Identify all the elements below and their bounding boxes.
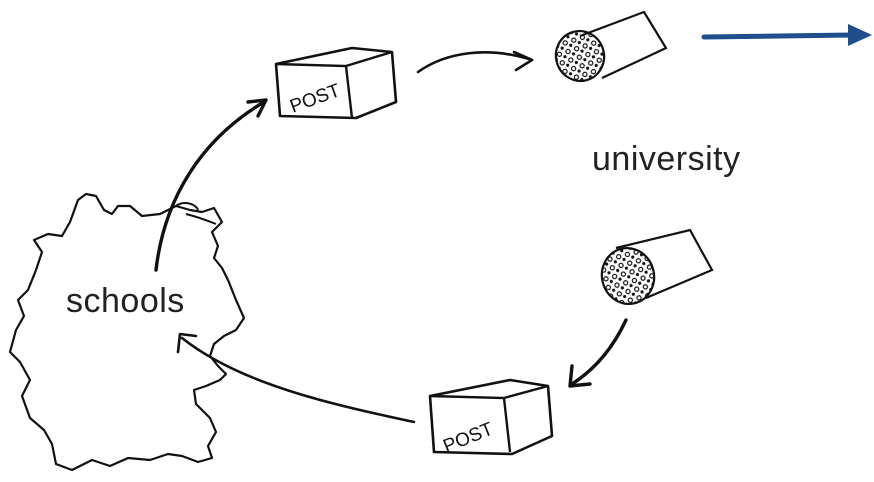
arrowhead-post-to-university [512, 50, 534, 72]
sample-core-bottom-icon [600, 228, 714, 305]
arrow-post-to-schools [180, 336, 416, 424]
germany-map-icon [8, 192, 246, 472]
blue-arrow-shaft [701, 32, 855, 40]
post-box-bottom-icon: POST [428, 378, 554, 458]
arrowhead-university-to-post [568, 364, 592, 388]
coast-detail [175, 202, 217, 225]
arrow-university-to-post [570, 318, 628, 386]
sample-core-top-icon [554, 10, 668, 83]
arrowhead-schools-to-post [246, 98, 268, 118]
arrow-post-to-university [416, 51, 534, 74]
schools-label: schools [66, 282, 185, 320]
post-box-top-icon: POST [274, 46, 398, 120]
arrowhead-post-to-schools [176, 332, 198, 354]
university-label: university [592, 140, 741, 178]
arrow-schools-to-post [154, 100, 266, 272]
blue-arrowhead-icon [848, 24, 872, 46]
